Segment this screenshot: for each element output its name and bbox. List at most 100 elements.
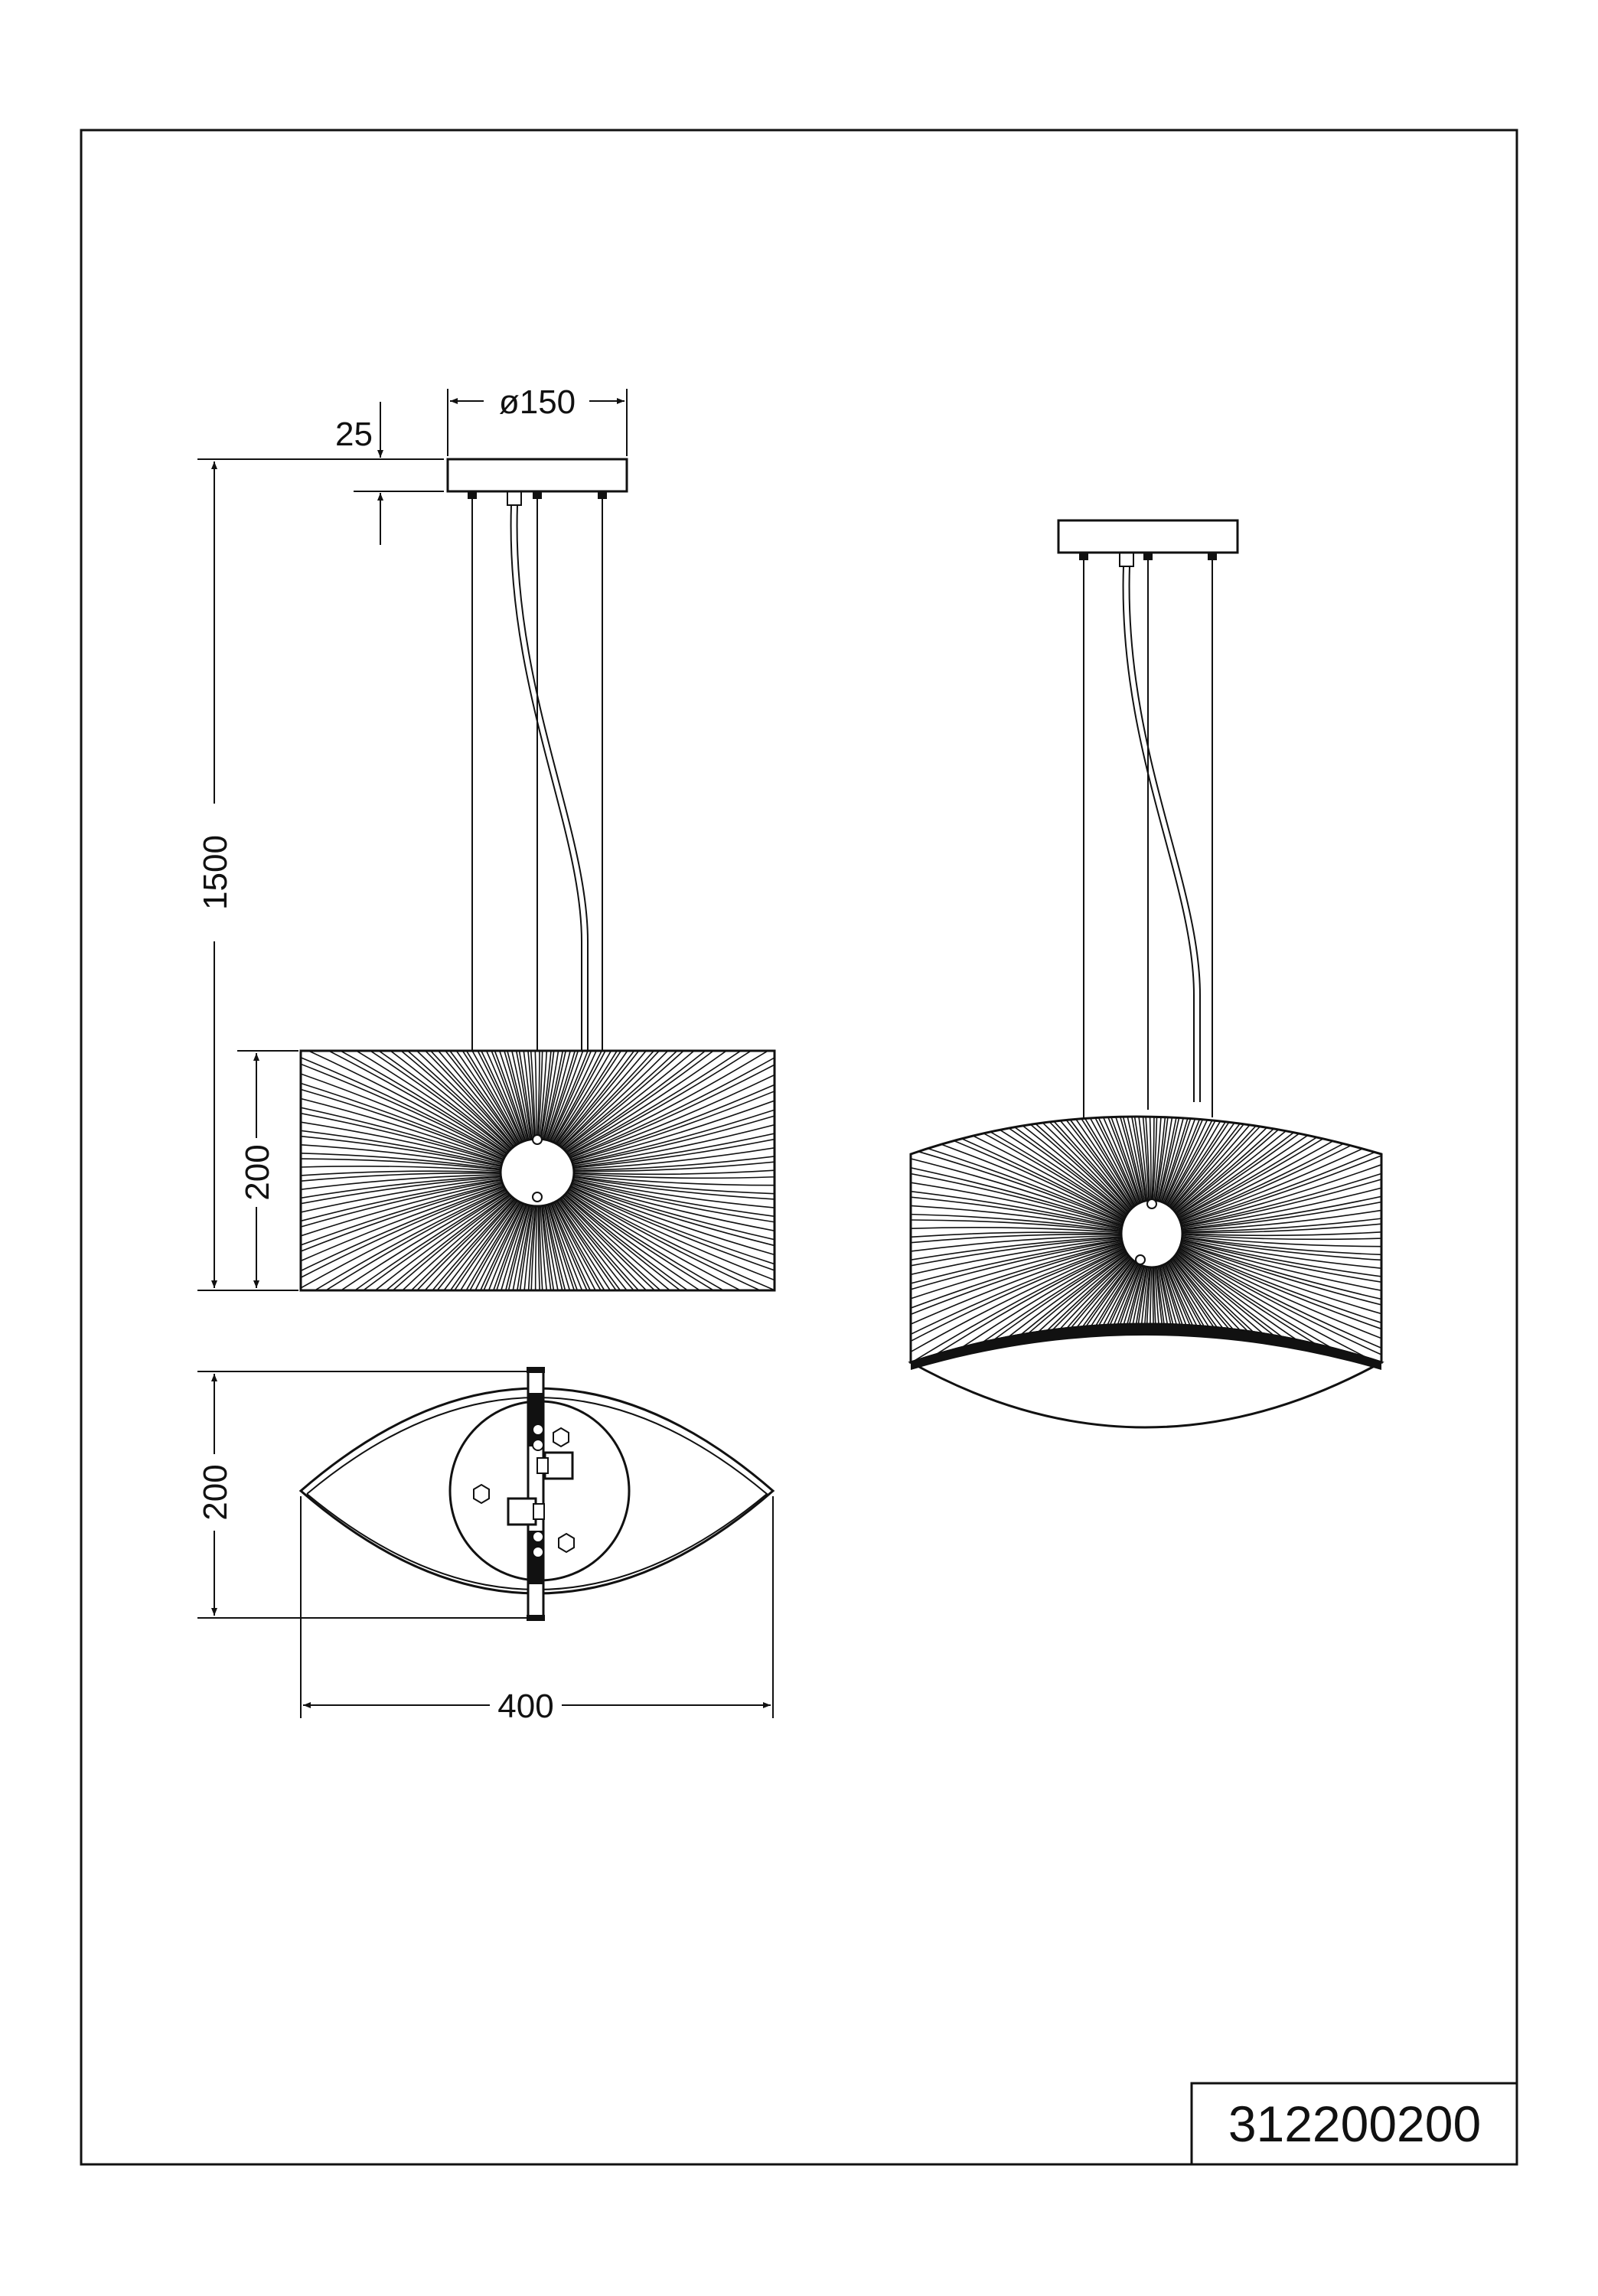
shade-strand: [553, 1051, 669, 1157]
shade-strand: [1172, 1146, 1381, 1229]
shade-strand: [540, 1051, 564, 1150]
shade-strand: [1160, 1252, 1296, 1362]
shade-strand: [1156, 1117, 1235, 1214]
shade-strand: [556, 1051, 769, 1163]
shade-strand: [1172, 1238, 1381, 1317]
shade-strand: [432, 1189, 523, 1290]
shade-strand: [552, 1051, 660, 1156]
shade-strand: [1172, 1212, 1381, 1234]
shade-strand: [558, 1179, 775, 1265]
shade-strand: [559, 1177, 775, 1241]
shade-strand: [542, 1051, 576, 1151]
shade-strand: [1153, 1117, 1183, 1213]
shade-strand: [1058, 1254, 1146, 1362]
shade-strand: [527, 1195, 537, 1290]
shade-strand: [369, 1051, 519, 1160]
shade-strand: [970, 1251, 1140, 1362]
shade-strand: [911, 1244, 1134, 1362]
shade-strand: [553, 1051, 678, 1158]
shade-strand: [1158, 1117, 1254, 1214]
shade-strand: [454, 1191, 526, 1290]
hex-nut: [558, 1532, 575, 1554]
shade-strand: [559, 1161, 775, 1172]
shade-strand: [1172, 1182, 1381, 1231]
shade-strand: [543, 1051, 584, 1151]
shade-strand: [559, 1172, 775, 1186]
shade-strand: [973, 1117, 1141, 1217]
shade-strand: [1172, 1164, 1381, 1230]
shade-strand: [475, 1192, 528, 1290]
hex-nut: [553, 1427, 569, 1448]
shade-strand: [911, 1117, 1133, 1225]
shade-strand: [301, 1175, 515, 1199]
title-block: 312200200: [1190, 2082, 1518, 2166]
shade-strand: [1166, 1117, 1367, 1218]
shade-rays: [911, 1117, 1381, 1362]
shade-strand: [1172, 1153, 1381, 1229]
shade-strand: [996, 1252, 1143, 1362]
top-view: [298, 1367, 775, 1621]
shade-strand: [1052, 1254, 1146, 1362]
shade-strand: [1172, 1194, 1381, 1232]
shade-strand: [1041, 1253, 1146, 1362]
shade-strand: [555, 1186, 689, 1290]
shade-strand: [556, 1051, 752, 1162]
shade-strand: [555, 1186, 682, 1290]
dim-overall-height-label: 1500: [197, 835, 234, 910]
shade-strand: [1172, 1240, 1381, 1336]
shade-strand: [557, 1057, 775, 1163]
shade-strand: [301, 1176, 515, 1222]
shade-strand: [1143, 1117, 1155, 1213]
shade-strand: [1013, 1252, 1143, 1362]
nut: [532, 1424, 544, 1436]
shade-strand: [424, 1189, 523, 1290]
shade-strand: [979, 1117, 1141, 1216]
shade-strand: [1162, 1251, 1316, 1362]
shade-strand: [911, 1236, 1131, 1283]
shade-strand: [911, 1244, 1134, 1362]
shade-strand: [911, 1241, 1133, 1352]
shade-strand: [527, 1051, 536, 1150]
dim-shade-width: 400: [300, 1496, 774, 1725]
shade-strand: [559, 1156, 775, 1172]
shade-strand: [911, 1231, 1131, 1244]
shade-strand: [1169, 1117, 1381, 1223]
dim-overall-height: 1500: [197, 458, 444, 1291]
shade-strand: [1172, 1236, 1381, 1287]
shade-strand: [471, 1051, 527, 1153]
shade-strand: [541, 1051, 571, 1150]
front-view: [299, 458, 776, 1292]
shade-strand: [911, 1124, 1133, 1228]
shade-strand: [1159, 1117, 1271, 1215]
shade-strand: [911, 1234, 1131, 1264]
shade-strand: [543, 1051, 579, 1151]
shade-strand: [1156, 1117, 1225, 1213]
shade-strand: [465, 1192, 527, 1290]
shade-hub: [1120, 1199, 1184, 1269]
shade-strand: [911, 1117, 1136, 1221]
shade-strand: [461, 1051, 525, 1154]
shade-strand: [1120, 1117, 1151, 1213]
shade-strand: [911, 1131, 1132, 1228]
shade-strand: [301, 1173, 515, 1191]
shade-strand: [911, 1243, 1133, 1362]
shade-strand: [540, 1195, 552, 1290]
shade-strand: [1161, 1252, 1306, 1362]
shade-strand: [559, 1169, 775, 1176]
shade-strand: [911, 1241, 1133, 1362]
shade-strand: [554, 1186, 671, 1290]
shade-strand: [546, 1051, 606, 1153]
dim-canopy-height: 25: [335, 402, 444, 545]
shade-strand: [1163, 1117, 1335, 1217]
shade-strand: [1172, 1233, 1381, 1241]
shade-strand: [483, 1193, 530, 1290]
shade-strand: [543, 1194, 566, 1290]
shade-strand: [1153, 1254, 1192, 1362]
shade-strand: [545, 1193, 579, 1290]
shade-strand: [546, 1193, 583, 1290]
shade-strand: [998, 1117, 1143, 1215]
dim-shade-height: 200: [237, 1050, 298, 1288]
shade-strand: [559, 1133, 775, 1169]
shade-strand: [963, 1117, 1140, 1217]
shade-strand: [1155, 1254, 1211, 1362]
